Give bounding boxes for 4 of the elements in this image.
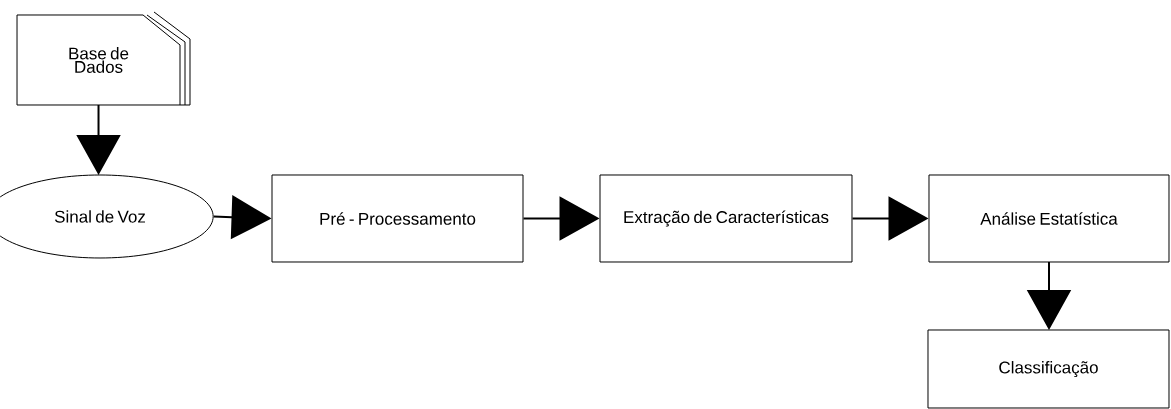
process-box: Pré - Processamento [271, 174, 524, 263]
process-box: Classificação [927, 329, 1170, 409]
process-box: Análise Estatística [928, 174, 1170, 263]
process-box: Extração de Características [599, 174, 853, 263]
